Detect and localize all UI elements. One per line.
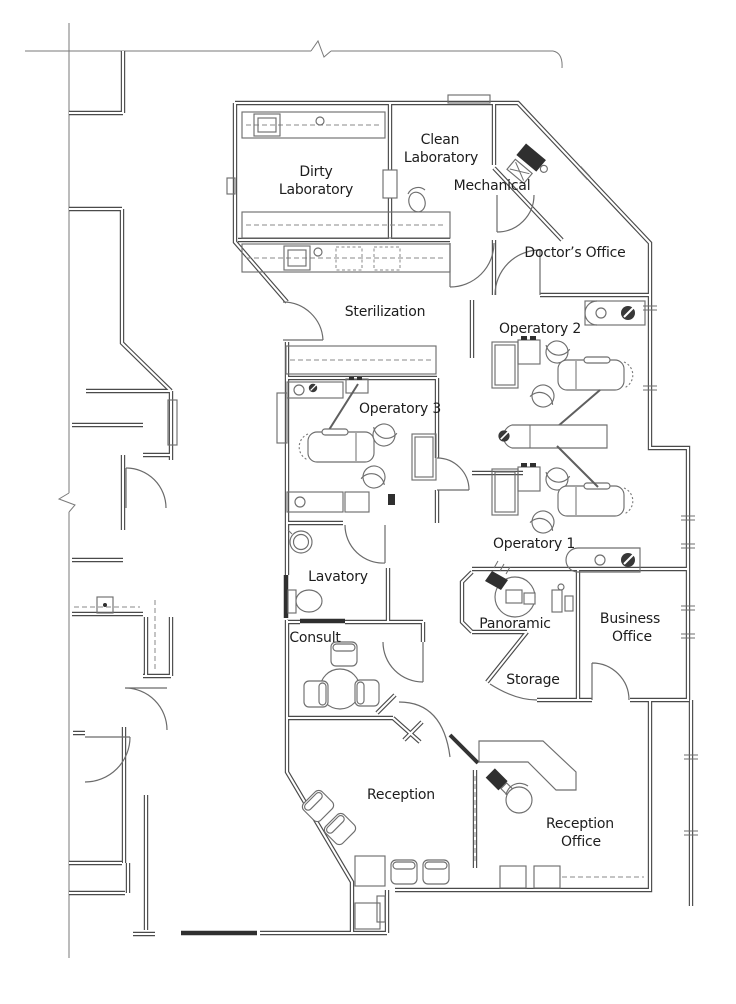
consult-furniture <box>303 641 380 710</box>
reception-office-furniture <box>474 740 644 889</box>
room-label-operatory-3: Operatory 3 <box>359 401 441 417</box>
room-label-business-office-1: Business <box>600 611 660 627</box>
reception-furniture <box>299 787 450 930</box>
room-label-operatory-2: Operatory 2 <box>499 321 581 337</box>
operatory-3-fixtures <box>286 377 437 513</box>
room-label-doctors-office: Doctor’s Office <box>524 245 625 261</box>
room-label-reception: Reception <box>367 787 435 803</box>
room-label-reception-office-1: Reception <box>546 816 614 832</box>
room-label-sterilization: Sterilization <box>345 304 426 320</box>
room-label-reception-office-2: Office <box>561 834 601 850</box>
window-and-wall-details <box>167 94 699 836</box>
room-label-dirty-laboratory-2: Laboratory <box>279 182 353 198</box>
operatory-2-fixtures <box>491 300 646 428</box>
room-label-clean-laboratory-1: Clean <box>421 132 460 148</box>
room-label-consult: Consult <box>289 630 341 646</box>
room-labels: Dirty Laboratory Clean Laboratory Mechan… <box>279 132 660 850</box>
room-label-mechanical: Mechanical <box>454 178 531 194</box>
room-label-panoramic: Panoramic <box>479 616 551 632</box>
doors <box>84 194 630 936</box>
lavatory-fixtures <box>287 529 323 614</box>
room-label-dirty-laboratory-1: Dirty <box>299 164 332 180</box>
room-label-storage: Storage <box>506 672 559 688</box>
room-label-operatory-1: Operatory 1 <box>493 536 575 552</box>
mechanical-equipment <box>506 143 548 185</box>
laboratory-casework <box>241 111 451 375</box>
room-label-business-office-2: Office <box>612 629 652 645</box>
site-boundary-lines <box>24 22 563 959</box>
room-label-lavatory: Lavatory <box>308 569 368 585</box>
room-label-clean-laboratory-2: Laboratory <box>404 150 478 166</box>
operatory-1-fixtures <box>491 445 641 573</box>
central-island-cabinet <box>497 424 608 449</box>
adjacent-tenant-details <box>74 596 156 672</box>
panoramic-xray-machine <box>485 560 574 618</box>
